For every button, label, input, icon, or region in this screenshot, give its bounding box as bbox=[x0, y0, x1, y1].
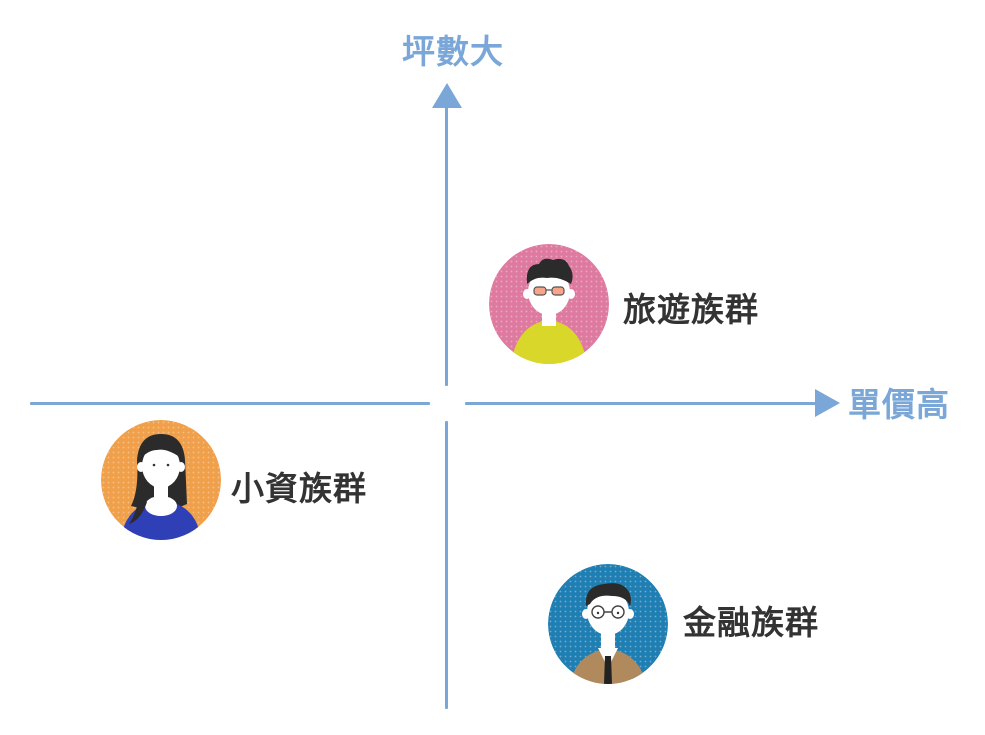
x-axis-label: 單價高 bbox=[848, 385, 950, 424]
persona-name-travel: 旅遊族群 bbox=[623, 290, 759, 329]
young-man-glasses-avatar-icon bbox=[489, 244, 609, 364]
y-axis-label: 坪數大 bbox=[402, 32, 504, 71]
y-axis-lower bbox=[445, 421, 448, 709]
x-axis-arrow-icon bbox=[815, 389, 840, 417]
young-woman-avatar-icon bbox=[101, 420, 221, 540]
y-axis-arrow-icon bbox=[432, 83, 462, 108]
x-axis-left bbox=[30, 402, 430, 405]
businessman-avatar-icon bbox=[548, 564, 668, 684]
persona-name-young-savers: 小資族群 bbox=[231, 469, 367, 508]
persona-name-finance: 金融族群 bbox=[683, 603, 819, 642]
y-axis-upper bbox=[445, 105, 448, 386]
x-axis-right bbox=[465, 402, 817, 405]
